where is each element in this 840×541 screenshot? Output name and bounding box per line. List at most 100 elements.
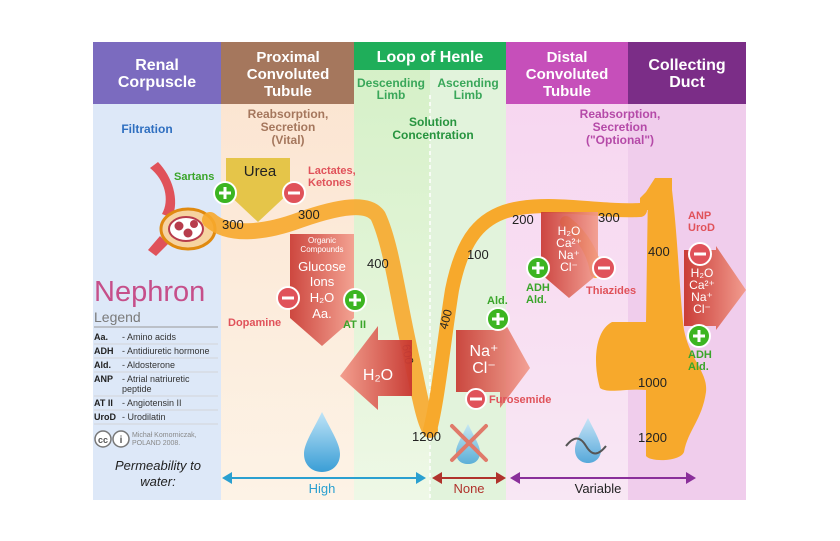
water-drop-wave-icon: [565, 418, 607, 463]
variable-label: Variable: [575, 481, 622, 496]
legend-desc: - Antidiuretic hormone: [122, 346, 210, 356]
high-label: High: [309, 481, 336, 496]
variable-permeability-arrow: [510, 472, 696, 484]
loop-water-arrow: [340, 326, 412, 410]
minus-icon: [282, 181, 306, 205]
urea-label: Urea: [244, 163, 277, 180]
plus-icon: [526, 256, 550, 280]
minus-icon: [276, 286, 300, 310]
loop-salt-label: Na⁺Cl⁻: [470, 343, 499, 377]
legend-abbr: Aa.: [94, 332, 108, 342]
legend-item: ADH - Antidiuretic hormone: [94, 346, 218, 359]
loop-header: Loop of Henle: [377, 49, 484, 66]
ascending-column: [430, 42, 506, 500]
legend-item: UroD - Urodilatin: [94, 412, 218, 425]
thiazides-label: Thiazides: [586, 285, 636, 297]
osmolarity-300-a: 300: [222, 217, 244, 232]
legend-item: Ald. - Aldosterone: [94, 360, 218, 373]
page-title: Nephron: [94, 276, 205, 308]
collecting-duct-tube: [596, 190, 707, 461]
glucose-label: Glucose: [298, 259, 346, 274]
dopamine-label: Dopamine: [228, 317, 281, 329]
dct-header-bar: [506, 42, 628, 104]
water-drop-icon: [304, 412, 340, 472]
glomerulus: [148, 162, 217, 256]
credit-text: Michał Komorniczak,POLAND 2008.: [132, 432, 197, 447]
lactates-label: Lactates,Ketones: [308, 165, 356, 189]
osmolarity-100: 100: [467, 247, 489, 262]
minus-icon: [592, 256, 616, 280]
proximal-descending-tube: [202, 199, 438, 438]
cc-license-icon: cc i: [94, 430, 130, 448]
pct-header-bar: [221, 42, 354, 104]
svg-text:cc: cc: [98, 435, 108, 445]
plus-icon: [213, 181, 237, 205]
legend-abbr: UroD: [94, 412, 116, 422]
legend-abbr: AT II: [94, 398, 113, 408]
legend-desc: - Amino acids: [122, 332, 177, 342]
filtration-label: Filtration: [121, 122, 172, 136]
none-label: None: [453, 481, 484, 496]
pct-function-label: Reabsorption,Secretion(Vital): [248, 107, 329, 147]
loop-salt-arrow: [456, 314, 530, 408]
legend-desc: - Angiotensin II: [122, 398, 182, 408]
none-permeability-arrow: [432, 472, 506, 484]
pct-water-label: H₂O: [310, 290, 335, 305]
minus-icon: [688, 242, 712, 266]
high-permeability-arrow: [222, 472, 426, 484]
legend-item: AT II - Angiotensin II: [94, 398, 218, 411]
osmolarity-1200-b: 1200: [638, 430, 667, 445]
furosemide-label: Furosemide: [489, 394, 551, 406]
legend-abbr: Ald.: [94, 360, 111, 370]
osmolarity-300-c: 300: [598, 210, 620, 225]
osmolarity-1000: 1000: [638, 375, 667, 390]
loop-water-label: H₂O: [363, 367, 393, 384]
osmolarity-400-b: 400: [436, 307, 455, 330]
plus-icon: [687, 324, 711, 348]
ald-label: Ald.: [487, 295, 508, 307]
svg-text:i: i: [120, 435, 123, 446]
osmolarity-300-b: 300: [298, 207, 320, 222]
water-drop-crossed-icon: [450, 424, 488, 464]
plus-icon: [343, 288, 367, 312]
legend-desc: - Urodilatin: [122, 412, 166, 422]
osmolarity-400-a: 400: [367, 256, 389, 271]
plus-icon: [486, 307, 510, 331]
legend-desc: - Aldosterone: [122, 360, 175, 370]
legend-item: Aa. - Amino acids: [94, 332, 218, 345]
at2-label: AT II: [343, 319, 366, 331]
loop-header-bar: [354, 42, 506, 70]
distal-function-label: Reabsorption,Secretion("Optional"): [580, 107, 661, 147]
legend-abbr: ANP: [94, 374, 113, 384]
collecting-header-bar: [628, 42, 746, 104]
legend-title: Legend: [94, 309, 141, 325]
legend-abbr: ADH: [94, 346, 114, 356]
osmolarity-200: 200: [512, 212, 534, 227]
ions-label: Ions: [310, 274, 335, 289]
minus-icon: [465, 388, 487, 410]
ascending-distal-tube: [423, 199, 647, 437]
amino-acids-label: Aa.: [312, 306, 332, 321]
osmolarity-400-c: 400: [648, 244, 670, 259]
urea-arrow: [226, 158, 290, 222]
dct-reabsorption-arrow: [541, 212, 598, 298]
corpuscle-header-bar: [93, 42, 221, 104]
cd-reabsorption-arrow: [684, 246, 746, 330]
